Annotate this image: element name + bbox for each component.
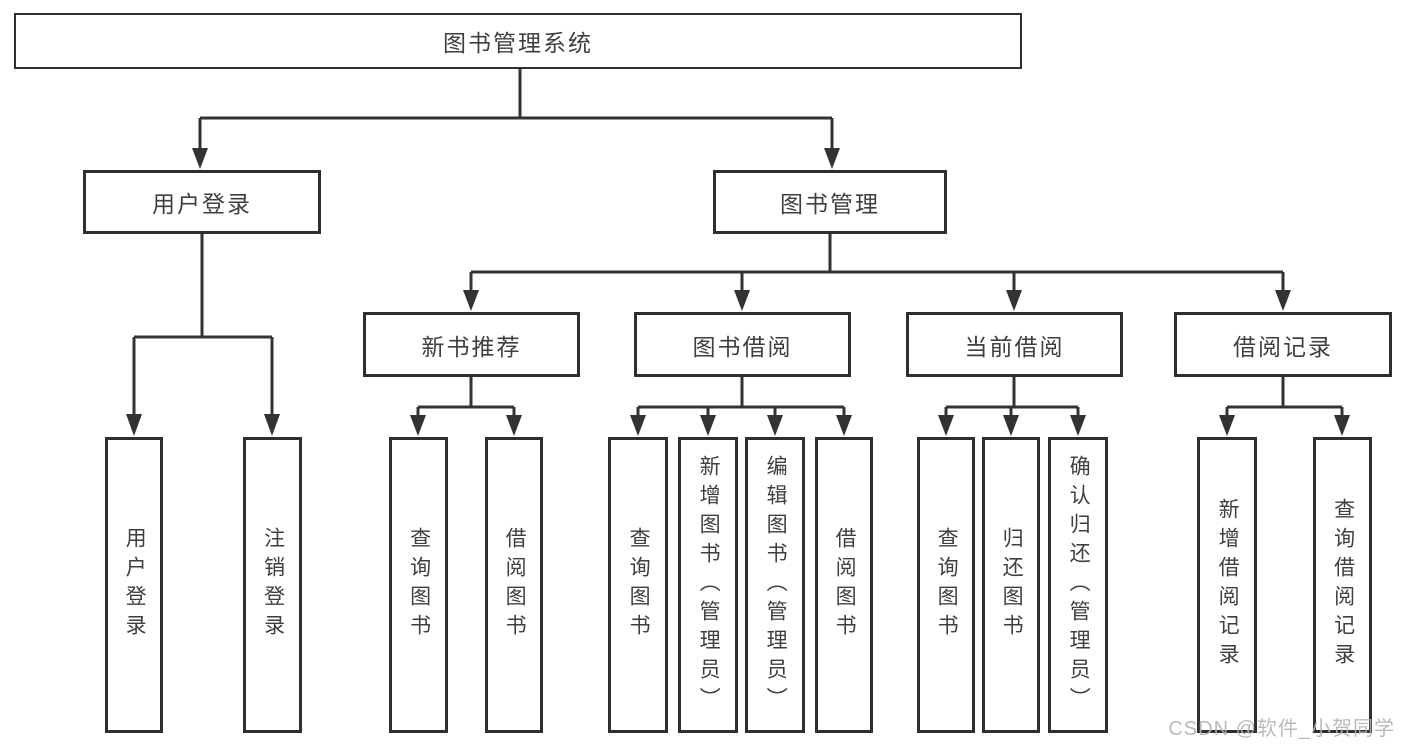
node-new-book-recommend-label: 新书推荐	[421, 333, 522, 360]
leaf-add-borrow-record: 新增借阅记录	[1197, 437, 1257, 733]
node-borrow-records-label: 借阅记录	[1233, 333, 1333, 360]
connector-book-borrow-children	[630, 377, 852, 436]
node-current-borrow-label: 当前借阅	[964, 333, 1065, 360]
node-book-management: 图书管理	[713, 170, 947, 234]
arrow-down-icon	[1275, 290, 1291, 311]
csdn-watermark: CSDN @软件_小贺同学	[1168, 718, 1395, 740]
arrow-down-icon	[1003, 415, 1019, 436]
arrow-down-icon	[836, 415, 852, 436]
leaf-borrow-books-1: 借阅图书	[485, 437, 543, 733]
node-book-borrow-label: 图书借阅	[692, 333, 793, 360]
arrow-down-icon	[1219, 415, 1235, 436]
leaf-add-book-admin: 新增图书（管理员）	[678, 437, 738, 733]
leaf-edit-book-admin: 编辑图书（管理员）	[745, 437, 805, 733]
connector-user-login-children	[126, 234, 280, 436]
node-current-borrow: 当前借阅	[906, 312, 1123, 377]
node-root-label: 图书管理系统	[443, 30, 593, 56]
arrow-down-icon	[1006, 290, 1022, 311]
leaf-borrow-books-1-label: 借阅图书	[503, 527, 527, 643]
arrow-down-icon	[1070, 415, 1086, 436]
leaf-user-login-label: 用户登录	[123, 527, 147, 643]
leaf-query-borrow-record: 查询借阅记录	[1313, 437, 1372, 733]
leaf-return-book-label: 归还图书	[1000, 527, 1024, 643]
leaf-query-books-1-label: 查询图书	[407, 527, 431, 643]
arrow-down-icon	[264, 414, 280, 436]
leaf-query-books-3-label: 查询图书	[935, 527, 959, 643]
node-user-login-label: 用户登录	[152, 191, 252, 217]
arrow-down-icon	[824, 148, 840, 169]
leaf-add-book-admin-label: 新增图书（管理员）	[697, 454, 721, 716]
leaf-confirm-return-admin: 确认归还（管理员）	[1048, 437, 1108, 733]
leaf-query-books-2-label: 查询图书	[627, 527, 651, 643]
arrow-down-icon	[410, 415, 426, 436]
connector-current-borrow-children	[938, 377, 1086, 436]
arrow-down-icon	[767, 415, 783, 436]
leaf-borrow-books-2-label: 借阅图书	[833, 527, 857, 643]
connector-borrow-record-children	[1219, 377, 1350, 436]
leaf-query-books-2: 查询图书	[608, 437, 668, 733]
leaf-query-books-3: 查询图书	[917, 437, 975, 733]
arrow-down-icon	[463, 290, 479, 311]
arrow-down-icon	[630, 415, 646, 436]
node-borrow-records: 借阅记录	[1174, 312, 1392, 377]
leaf-add-borrow-record-label: 新增借阅记录	[1216, 498, 1240, 672]
arrow-down-icon	[192, 148, 208, 169]
arrow-down-icon	[734, 290, 750, 311]
leaf-user-login: 用户登录	[105, 437, 163, 733]
connector-new-book-children	[410, 377, 522, 436]
leaf-logout: 注销登录	[243, 437, 302, 733]
arrow-down-icon	[700, 415, 716, 436]
leaf-return-book: 归还图书	[982, 437, 1040, 733]
node-new-book-recommend: 新书推荐	[363, 312, 580, 377]
node-book-borrow: 图书借阅	[634, 312, 851, 377]
arrow-down-icon	[938, 415, 954, 436]
leaf-edit-book-admin-label: 编辑图书（管理员）	[764, 454, 788, 716]
leaf-confirm-return-admin-label: 确认归还（管理员）	[1067, 454, 1091, 716]
connector-root-to-level2	[192, 69, 840, 169]
node-root: 图书管理系统	[14, 13, 1022, 69]
arrow-down-icon	[506, 415, 522, 436]
leaf-borrow-books-2: 借阅图书	[815, 437, 873, 733]
leaf-logout-label: 注销登录	[261, 527, 285, 643]
arrow-down-icon	[126, 414, 142, 436]
connector-book-management-to-level3	[463, 234, 1291, 311]
node-book-management-label: 图书管理	[780, 191, 880, 217]
arrow-down-icon	[1334, 415, 1350, 436]
leaf-query-borrow-record-label: 查询借阅记录	[1331, 498, 1355, 672]
leaf-query-books-1: 查询图书	[389, 437, 448, 733]
node-user-login: 用户登录	[83, 170, 321, 234]
